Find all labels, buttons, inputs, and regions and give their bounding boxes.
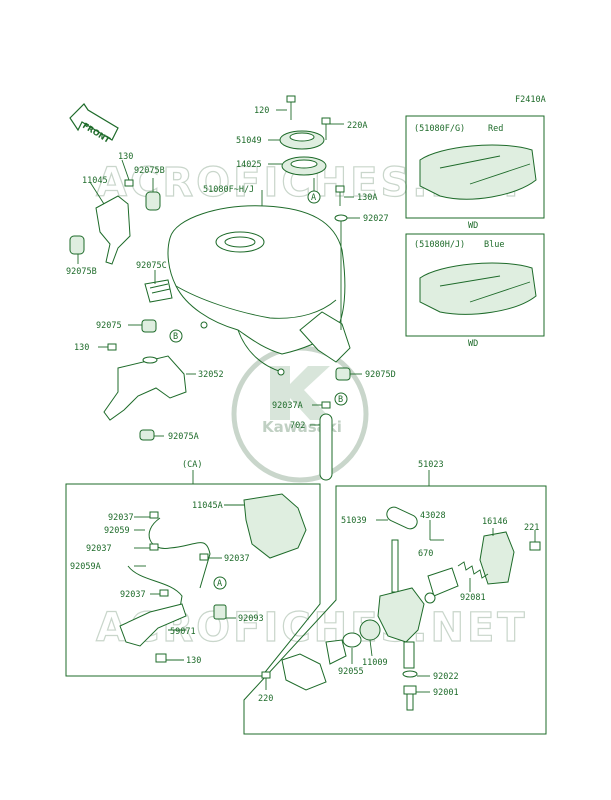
front-arrow-icon: FRONT <box>69 103 119 145</box>
label-120: 120 <box>254 106 269 116</box>
label-11045: 11045 <box>82 176 108 186</box>
bolt-120-head <box>286 95 296 103</box>
label-92075a: 92075A <box>168 432 199 442</box>
variant-1-color: Red <box>488 124 503 134</box>
label-11045a: 11045A <box>192 501 223 511</box>
label-92075c: 92075C <box>136 261 167 271</box>
label-92093: 92093 <box>238 614 264 624</box>
label-59071: 59071 <box>170 627 196 637</box>
label-220a: 220A <box>347 121 367 131</box>
label-51039: 51039 <box>341 516 367 526</box>
label-92059: 92059 <box>104 526 130 536</box>
hose-702 <box>310 401 333 481</box>
grommet-92027 <box>334 214 360 330</box>
label-92001: 92001 <box>433 688 459 698</box>
label-220: 220 <box>258 694 273 704</box>
label-14025: 14025 <box>236 160 262 170</box>
variant-box-2 <box>405 233 545 337</box>
label-130-top-left: 130 <box>118 152 133 162</box>
variant-1-note: WD <box>468 221 478 231</box>
variant-2-note: WD <box>468 339 478 349</box>
label-a-top: A <box>311 193 316 203</box>
label-51049: 51049 <box>236 136 262 146</box>
label-92075b-bottom: 92075B <box>66 267 97 277</box>
label-51080: 51080F~H/J <box>203 185 254 195</box>
label-92027: 92027 <box>363 214 389 224</box>
label-92037-b: 92037 <box>86 544 112 554</box>
damper-92075d <box>334 367 362 406</box>
diagram-code: F2410A <box>515 95 546 105</box>
label-51023: 51023 <box>418 460 444 470</box>
label-702: 702 <box>290 421 305 431</box>
bracket-32052 <box>98 319 196 441</box>
label-b-mid: B <box>338 395 343 405</box>
label-92075: 92075 <box>96 321 122 331</box>
label-16146: 16146 <box>482 517 508 527</box>
label-92075b-top: 92075B <box>134 166 165 176</box>
label-670: 670 <box>418 549 433 559</box>
label-130-left: 130 <box>74 343 89 353</box>
part-labels: 120 51049 14025 220A A 130A 51080F~H/J 9… <box>66 106 539 704</box>
label-92059a: 92059A <box>70 562 101 572</box>
label-92022: 92022 <box>433 672 459 682</box>
label-92037-a: 92037 <box>108 513 134 523</box>
label-130a: 130A <box>357 193 377 203</box>
variant-2-code: (51080H/J) <box>414 240 465 250</box>
label-92075d: 92075D <box>365 370 396 380</box>
label-ca: (CA) <box>182 460 202 470</box>
label-92081: 92081 <box>460 593 486 603</box>
label-92055: 92055 <box>338 667 364 677</box>
label-92037a: 92037A <box>272 401 303 411</box>
label-b-left: B <box>173 332 178 342</box>
label-32052: 32052 <box>198 370 224 380</box>
left-bracket-11045 <box>69 159 173 303</box>
fuel-tank-body <box>167 190 351 376</box>
variant-1-code: (51080F/G) <box>414 124 465 134</box>
variant-2-color: Blue <box>484 240 504 250</box>
label-43028: 43028 <box>420 511 446 521</box>
label-11009: 11009 <box>362 658 388 668</box>
label-92037-d: 92037 <box>120 590 146 600</box>
label-130-ca: 130 <box>186 656 201 666</box>
label-221: 221 <box>524 523 539 533</box>
label-a-ca: A <box>217 579 222 589</box>
label-92037-c: 92037 <box>224 554 250 564</box>
panel-fuel-tap-51023 <box>243 470 547 735</box>
variant-box-1 <box>405 115 545 219</box>
filler-cap-assembly <box>268 95 354 206</box>
panel-ca <box>65 470 321 677</box>
